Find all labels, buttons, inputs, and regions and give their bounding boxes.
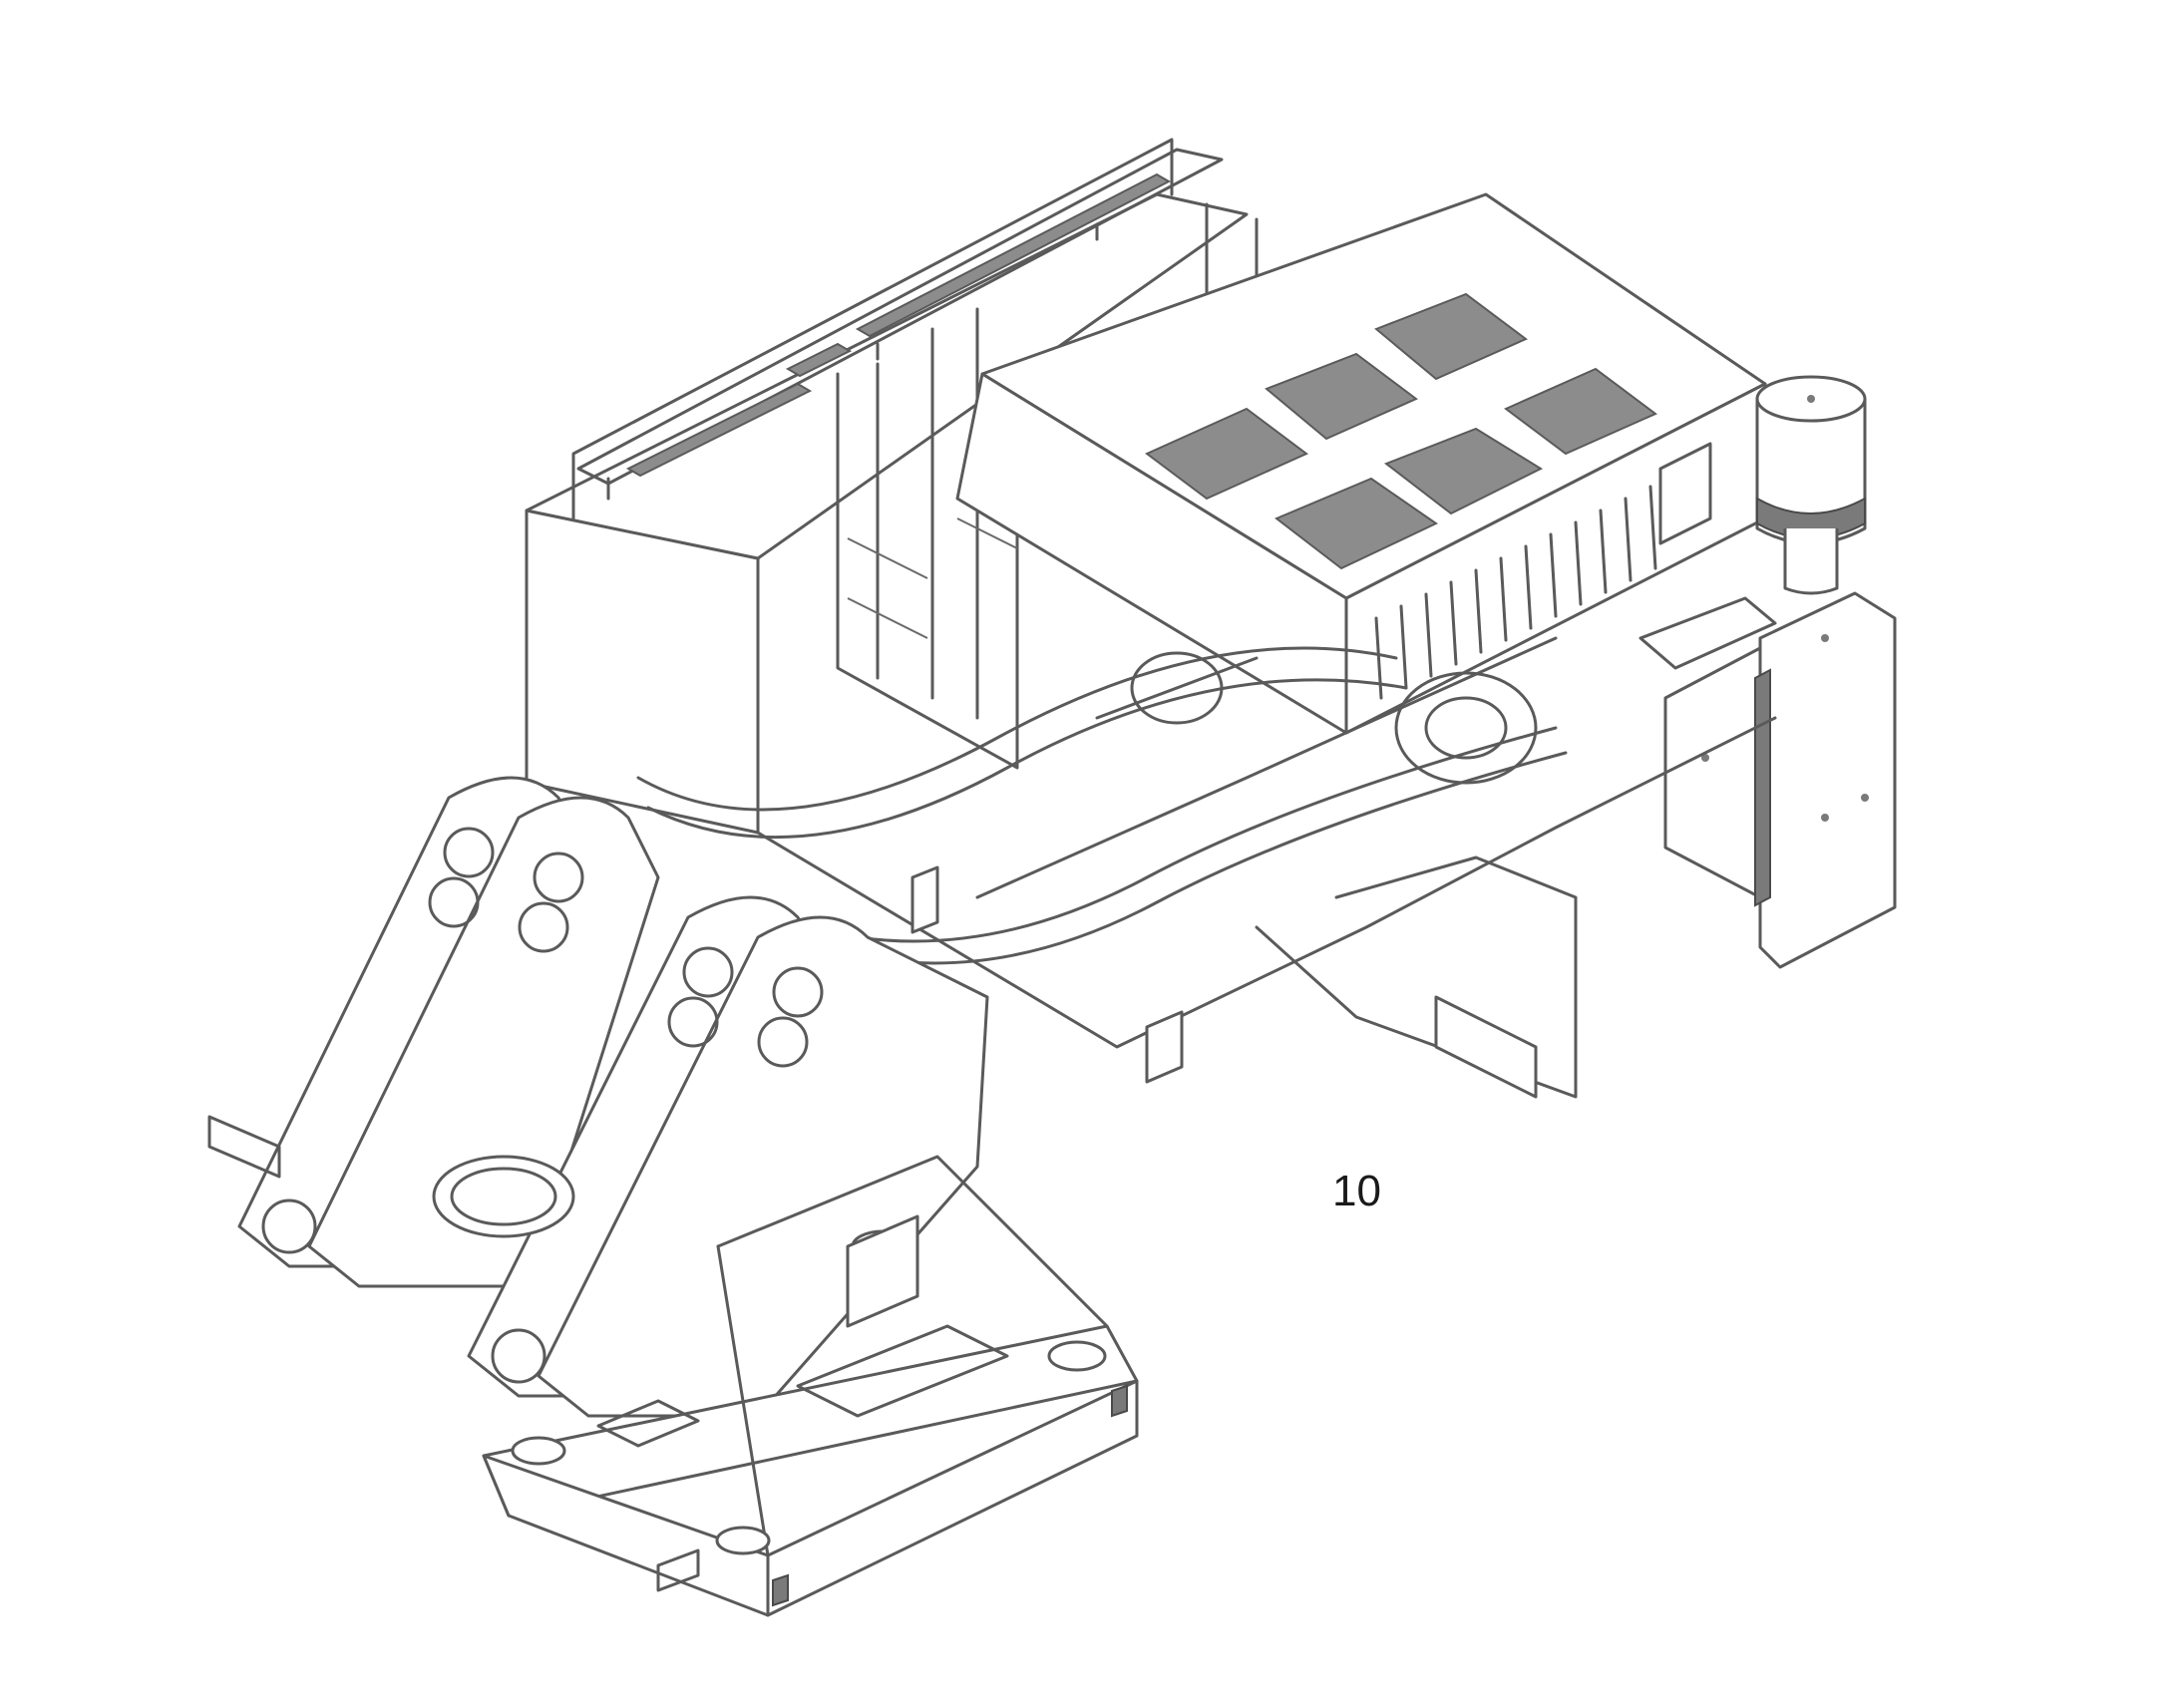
lower-frame-base — [482, 1155, 1139, 1617]
cab-frame-with-handrail — [525, 138, 1259, 835]
callout-label: 10 — [1332, 1167, 1381, 1215]
air-filter-canister — [1755, 375, 1867, 595]
hydraulic-hoses — [636, 646, 1568, 965]
boom-mounting-towers — [207, 776, 989, 1418]
counterweight-bracket-housing — [1638, 591, 1897, 969]
swing-bearing-ring — [432, 1155, 575, 1238]
engine-cover — [955, 192, 1767, 735]
engine-flywheel — [1130, 651, 1538, 785]
main-frame — [756, 636, 1777, 1099]
